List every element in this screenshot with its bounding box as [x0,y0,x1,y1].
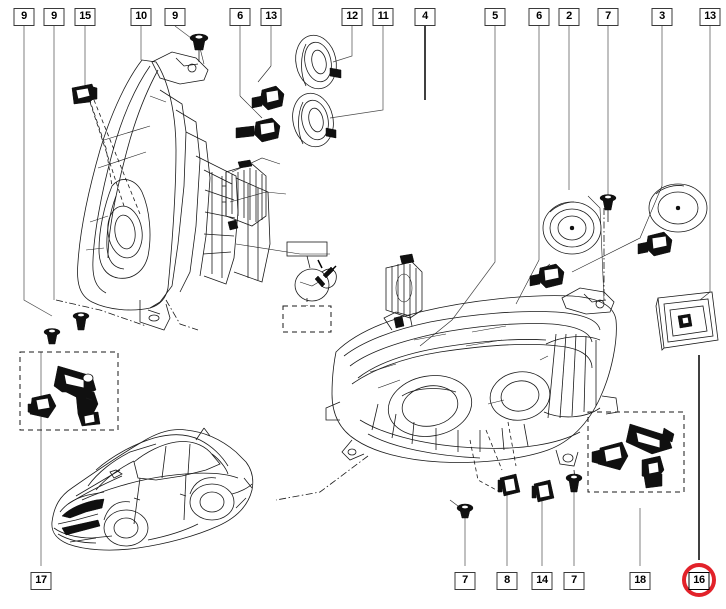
part-label-3[interactable]: 3 [651,8,673,26]
bulb-6-left-upper [251,85,285,111]
bulb-holder-4 [294,259,337,302]
part-label-16[interactable]: 16 [688,572,710,590]
screw-7-bottom-right [565,473,583,493]
part-label-6-b[interactable]: 6 [528,8,550,26]
part-label-17[interactable]: 17 [30,572,52,590]
bracket-kit-17 [19,351,119,431]
part-label-6-a[interactable]: 6 [229,8,251,26]
leader-lines-bottom [40,352,700,566]
clip-14-near-box [531,479,555,503]
screw-7-upper-right [599,194,617,222]
part-label-9-a[interactable]: 9 [13,8,35,26]
control-module-13-right [385,253,423,329]
part-label-14[interactable]: 14 [531,572,553,590]
part-label-8[interactable]: 8 [496,572,518,590]
construction-lines-right [275,185,711,501]
plastic-rivet-clip-9-top [189,33,209,62]
bracket-kit-18 [587,411,685,493]
headlamp-left-assembly [77,51,271,331]
part-label-13-b[interactable]: 13 [699,8,721,26]
bulb-cover-cap-3 [648,183,708,233]
highlight-ring-16 [682,563,716,597]
headlamp-right-assembly [325,287,619,467]
bulb-cover-cap-2 [542,201,602,255]
construction-lines-left [55,43,330,331]
bracket-clip-15 [71,83,98,105]
part-label-7-c[interactable]: 7 [563,572,585,590]
part-label-2[interactable]: 2 [558,8,580,26]
sealing-cap-11 [292,92,337,148]
part-label-12[interactable]: 12 [341,8,363,26]
control-module-13-left [222,159,267,231]
cover-plate-16 [655,291,719,351]
part-label-10[interactable]: 10 [130,8,152,26]
part-label-7-b[interactable]: 7 [454,572,476,590]
part-label-4[interactable]: 4 [414,8,436,26]
plastic-rivet-clip-9-bottom-b [72,312,90,331]
part-label-9-c[interactable]: 9 [164,8,186,26]
sealing-cap-12 [295,34,342,90]
part-label-7-a[interactable]: 7 [597,8,619,26]
screw-7-bottom-left [449,499,474,519]
retaining-clip-8 [497,473,521,497]
part-label-5[interactable]: 5 [484,8,506,26]
bulb-6-right-b [529,263,565,289]
bulb-6-left-lower [235,117,281,143]
plastic-rivet-clip-9-bottom-a [43,328,61,345]
callout-box-dashed [282,305,332,333]
part-label-11[interactable]: 11 [372,8,394,26]
bulb-6-right-a [637,231,673,257]
leader-lines-top [23,25,711,321]
vehicle-illustration [51,427,254,551]
part-label-15[interactable]: 15 [74,8,96,26]
part-label-18[interactable]: 18 [629,572,651,590]
part-label-13-a[interactable]: 13 [260,8,282,26]
part-label-9-b[interactable]: 9 [43,8,65,26]
